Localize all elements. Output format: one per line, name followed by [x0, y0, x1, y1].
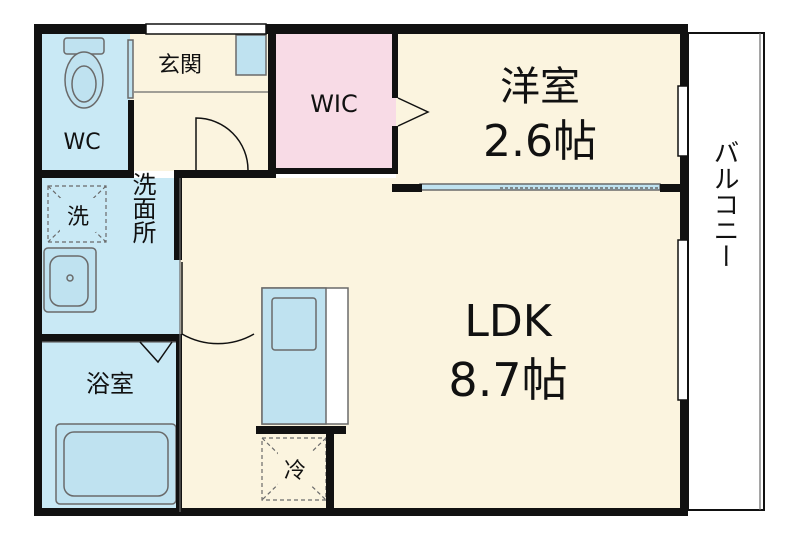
washing-machine-icon — [47, 185, 107, 243]
door-wic — [397, 97, 430, 127]
door-bath — [139, 341, 173, 364]
wall-washroom-right — [174, 170, 182, 260]
room-size-ldk: 8.7帖 — [448, 353, 567, 407]
window-bedroom — [677, 85, 689, 157]
room-label-bedroom: 洋室 — [500, 64, 580, 110]
outer-wall-bottom — [34, 508, 686, 516]
outer-wall-left — [34, 24, 42, 516]
wall-wic-right-lower — [392, 126, 398, 174]
toilet-icon — [63, 37, 105, 109]
wall-fridge-top — [256, 426, 346, 434]
labels: WC 玄関 WIC 洋室 2.6帖 洗 洗面所 浴室 LDK 8.7帖 冷 バル… — [63, 53, 739, 484]
closet-sliding-door — [419, 183, 661, 191]
window-entrance — [145, 23, 267, 35]
washer-label-bg — [60, 198, 96, 232]
wall-wic-bottom — [268, 168, 398, 174]
wall-wc-bottom — [34, 170, 134, 178]
wc-side-panel — [127, 39, 134, 99]
room-label-balcony: バルコニー — [709, 139, 739, 269]
wall-washroom-bottom — [34, 334, 182, 342]
wic-floor — [272, 33, 396, 169]
label-washer: 洗 — [67, 205, 89, 230]
balcony-outline — [687, 32, 765, 511]
door-washroom — [181, 262, 255, 345]
doors — [139, 97, 430, 364]
fridge-label-bg — [278, 450, 312, 486]
kitchen-counter-icon — [261, 287, 349, 425]
outer-wall-top — [34, 24, 684, 34]
wall-wic-right — [392, 24, 398, 98]
room-label-ldk: LDK — [464, 296, 552, 347]
wall-bath-right — [176, 342, 182, 512]
wall-wc-right — [128, 100, 134, 172]
wall-bedroom-bottom-right — [660, 184, 686, 192]
windows — [145, 23, 689, 401]
room-label-bath: 浴室 — [86, 370, 134, 398]
door-entrance — [195, 117, 249, 171]
window-ldk — [677, 239, 689, 401]
bedroom-floor — [396, 33, 684, 185]
wall-fridge-right — [326, 426, 334, 512]
shoe-box — [235, 34, 267, 76]
label-fridge: 冷 — [284, 459, 306, 484]
balcony-floor — [688, 33, 764, 510]
room-label-entrance: 玄関 — [158, 53, 202, 78]
wall-bedroom-bottom — [392, 184, 422, 192]
wash-basin-icon — [43, 247, 97, 313]
thin-lines — [42, 91, 268, 512]
ldk-floor — [180, 178, 684, 510]
room-label-washroom: 洗面所 — [128, 172, 156, 244]
room-size-bedroom: 2.6帖 — [483, 116, 597, 167]
room-label-wic: WIC — [310, 90, 358, 118]
room-label-wc: WC — [63, 130, 100, 155]
bathtub-icon — [55, 423, 177, 505]
wall-entrance-right — [268, 24, 276, 174]
wall-entrance-bottom — [174, 170, 276, 178]
fixtures — [43, 34, 661, 505]
